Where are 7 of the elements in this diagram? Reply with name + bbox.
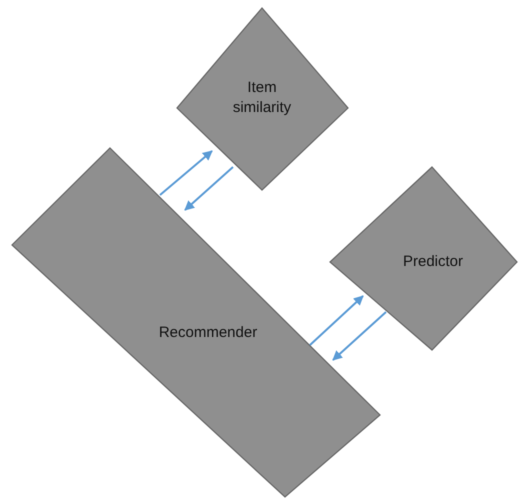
arrow bbox=[184, 166, 234, 211]
node-label: Recommender bbox=[158, 322, 258, 343]
arrow bbox=[309, 295, 364, 346]
arrow bbox=[159, 150, 213, 196]
node-label: Predictor bbox=[402, 252, 464, 272]
node-label: Item similarity bbox=[232, 78, 292, 118]
arrow bbox=[332, 311, 387, 361]
